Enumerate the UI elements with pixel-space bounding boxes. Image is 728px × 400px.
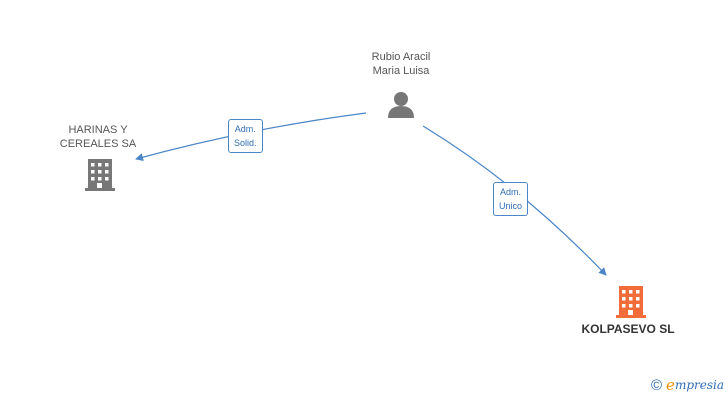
edge-label-line2: Unico bbox=[499, 201, 523, 211]
building-icon[interactable] bbox=[85, 159, 115, 191]
edge-label-adm-unico: Adm. Unico bbox=[493, 182, 529, 216]
person-name-line1: Rubio Aracil bbox=[371, 51, 431, 63]
edge-label-line1: Adm. bbox=[234, 124, 256, 134]
person-name-line2: Maria Luisa bbox=[372, 65, 430, 77]
company-harinas-line1: HARINAS Y bbox=[68, 124, 128, 136]
person-name-label[interactable]: Rubio Aracil Maria Luisa bbox=[351, 50, 451, 78]
brand-logo-e: e bbox=[666, 376, 675, 394]
edge-label-line1: Adm. bbox=[500, 187, 522, 197]
company-harinas-line2: CEREALES SA bbox=[59, 138, 137, 150]
person-icon[interactable] bbox=[388, 92, 414, 118]
edge-label-adm-solid: Adm. Solid. bbox=[228, 119, 263, 153]
edge-label-line2: Solid. bbox=[234, 138, 257, 148]
company-kolpasevo-label[interactable]: KOLPASEVO SL bbox=[581, 322, 675, 336]
building-icon[interactable] bbox=[616, 286, 646, 318]
copyright-icon: © bbox=[650, 376, 663, 394]
company-harinas-label[interactable]: HARINAS Y CEREALES SA bbox=[48, 123, 148, 151]
brand-logo-text: mpresia bbox=[674, 378, 724, 392]
